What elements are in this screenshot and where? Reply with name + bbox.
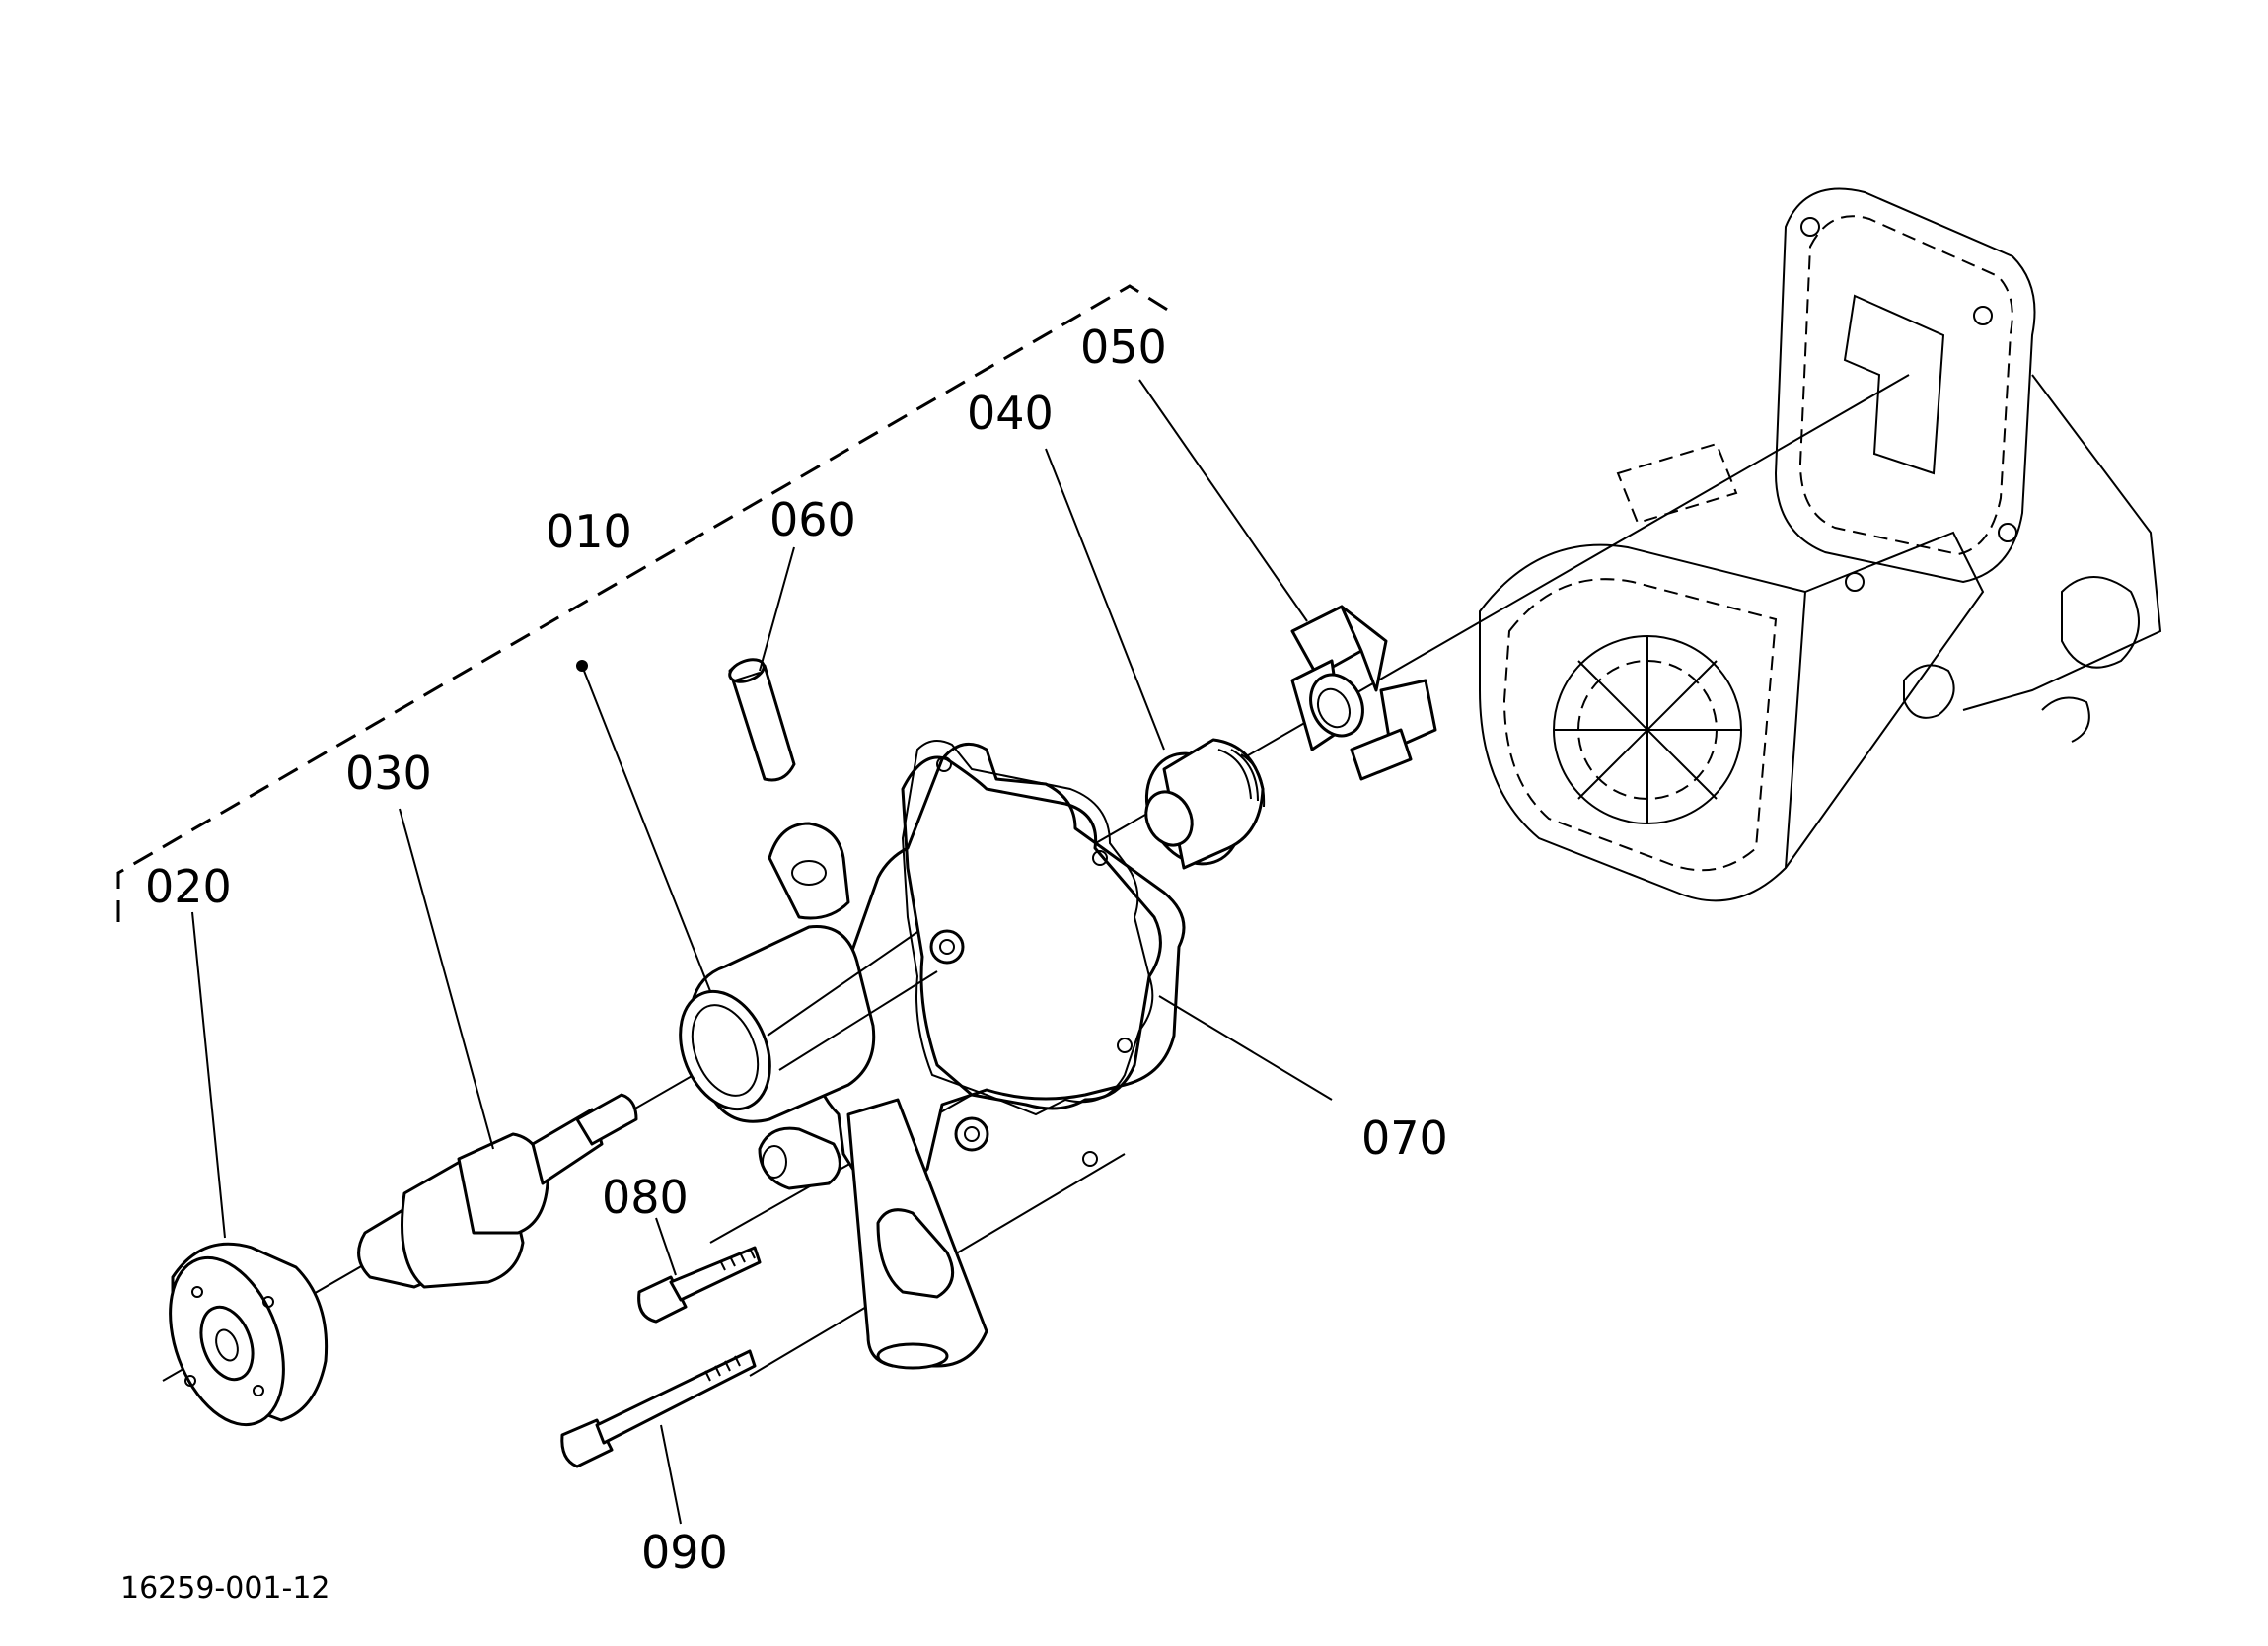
callout-070: 070 xyxy=(1361,1111,1448,1165)
callout-080: 080 xyxy=(602,1171,689,1224)
pulley-flange-020 xyxy=(169,1242,329,1427)
callout-020: 020 xyxy=(145,860,232,913)
bolt-080 xyxy=(637,1246,762,1324)
callout-010: 010 xyxy=(546,505,632,558)
bolt-090 xyxy=(560,1349,757,1468)
callout-050: 050 xyxy=(1080,321,1167,374)
pipe-060 xyxy=(728,658,796,782)
assembly-bracket xyxy=(116,284,1170,922)
callout-040: 040 xyxy=(967,387,1054,440)
drawing-code: 16259-001-12 xyxy=(120,1571,330,1606)
callout-090: 090 xyxy=(641,1526,728,1579)
callout-030: 030 xyxy=(345,747,432,800)
water-pump-body-010 xyxy=(679,742,1186,1370)
shaft-bearing-030 xyxy=(357,1093,638,1289)
gasket-070 xyxy=(901,740,1154,1167)
engine-housing xyxy=(1479,187,2162,902)
leader-lines xyxy=(191,379,1333,1525)
impeller-050 xyxy=(1290,605,1437,781)
callout-060: 060 xyxy=(769,493,856,546)
mechanical-seal-040 xyxy=(1144,738,1266,870)
